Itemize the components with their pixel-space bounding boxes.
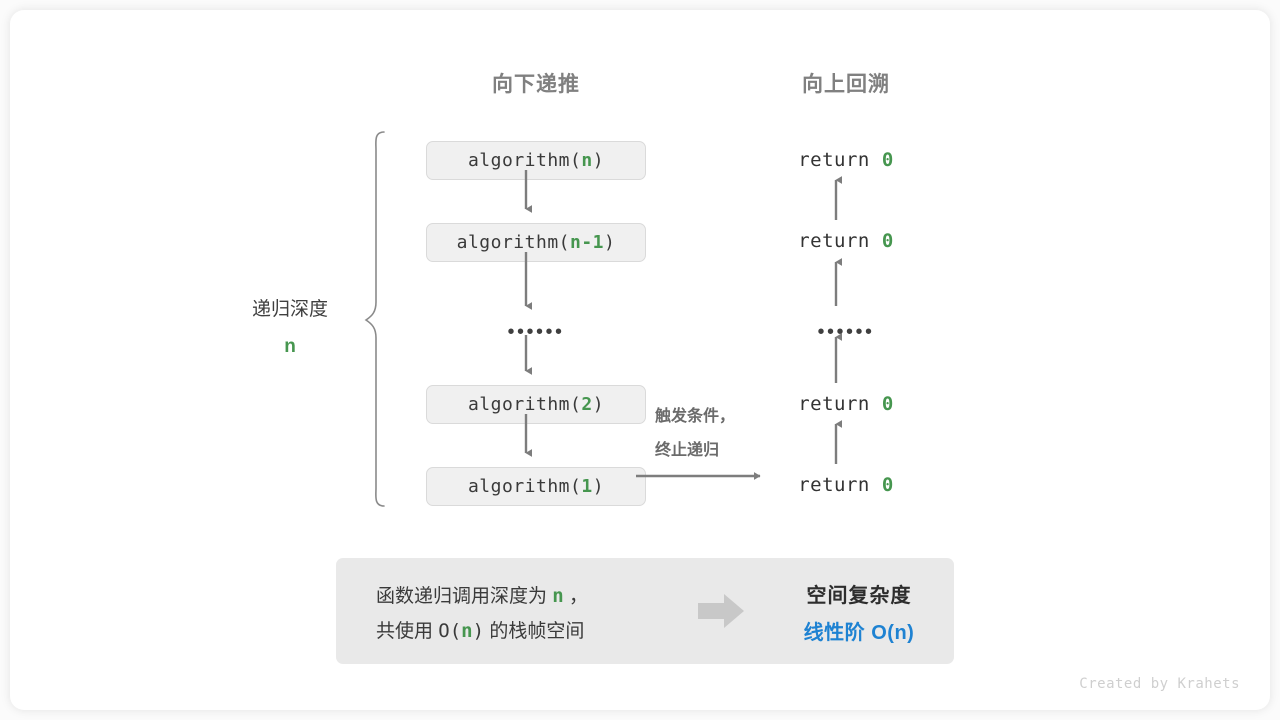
- call-box-prefix: algorithm(: [456, 232, 570, 253]
- call-box-arg: n: [581, 150, 593, 171]
- complexity-title: 空间复杂度: [806, 585, 912, 607]
- termination-note-line1: 触发条件，: [655, 408, 736, 425]
- return-value: 0: [881, 393, 894, 415]
- summary-line2-open: O(: [438, 620, 462, 643]
- summary-line1-pre: 函数递归调用深度为: [376, 586, 553, 607]
- summary-result: 空间复杂度 线性阶 O(n): [764, 578, 954, 652]
- call-box-arg: 2: [581, 394, 593, 415]
- return-label-1: return 0: [736, 149, 956, 171]
- return-keyword: return: [798, 393, 882, 415]
- return-keyword: return: [798, 149, 882, 171]
- call-box-prefix: algorithm(: [467, 476, 582, 497]
- call-box-suffix: ): [592, 394, 605, 415]
- call-box-arg: n-1: [570, 232, 605, 253]
- complexity-value: 线性阶 O(n): [803, 622, 915, 644]
- diagram-card: 向下递推 向上回溯 递归深度 n algorithm(n) algorithm(…: [10, 10, 1270, 710]
- recursion-depth-text: 递归深度: [251, 299, 328, 320]
- recursion-depth-value: n: [284, 336, 296, 358]
- return-keyword: return: [798, 230, 882, 252]
- call-box-suffix: ): [604, 232, 616, 253]
- termination-note-line2: 终止递归: [655, 441, 720, 459]
- summary-line2-post: 的栈帧空间: [484, 621, 585, 643]
- call-box-prefix: algorithm(: [467, 150, 582, 171]
- ellipsis-dots-left: ••••••: [507, 321, 565, 343]
- summary-panel: 函数递归调用深度为 n ， 共使用 O(n) 的栈帧空间 空间复杂度 线性阶 O…: [336, 558, 954, 664]
- call-box-n-minus-1: algorithm(n-1): [426, 223, 646, 262]
- return-label-4: return 0: [736, 474, 956, 496]
- summary-description: 函数递归调用深度为 n ， 共使用 O(n) 的栈帧空间: [376, 579, 588, 649]
- recursion-depth-label: 递归深度 n: [210, 291, 370, 365]
- call-box-suffix: ): [592, 150, 605, 171]
- ellipsis-dots-right: ••••••: [817, 321, 875, 343]
- return-label-3: return 0: [736, 393, 956, 415]
- termination-note: 触发条件， 终止递归: [655, 400, 735, 467]
- call-box-1: algorithm(1): [426, 467, 646, 506]
- summary-line2-pre: 共使用: [376, 621, 439, 643]
- summary-line1-highlight: n: [552, 585, 564, 607]
- call-box-suffix: ): [592, 476, 605, 497]
- call-box-arg: 1: [581, 476, 593, 497]
- call-box-n: algorithm(n): [426, 141, 646, 180]
- summary-line2-highlight: n: [461, 620, 473, 643]
- credit-text: Created by Krahets: [1079, 676, 1240, 692]
- call-box-2: algorithm(2): [426, 385, 646, 424]
- summary-line2-close: ): [472, 620, 485, 643]
- column-header-downward: 向下递推: [492, 73, 580, 96]
- summary-line1-post: ，: [563, 586, 589, 607]
- call-box-prefix: algorithm(: [467, 394, 582, 415]
- column-header-upward: 向上回溯: [802, 73, 890, 96]
- return-label-2: return 0: [736, 230, 956, 252]
- return-value: 0: [881, 230, 894, 252]
- right-block-arrow-icon: [698, 594, 744, 628]
- return-keyword: return: [798, 474, 882, 496]
- return-value: 0: [881, 149, 894, 171]
- return-value: 0: [881, 474, 894, 496]
